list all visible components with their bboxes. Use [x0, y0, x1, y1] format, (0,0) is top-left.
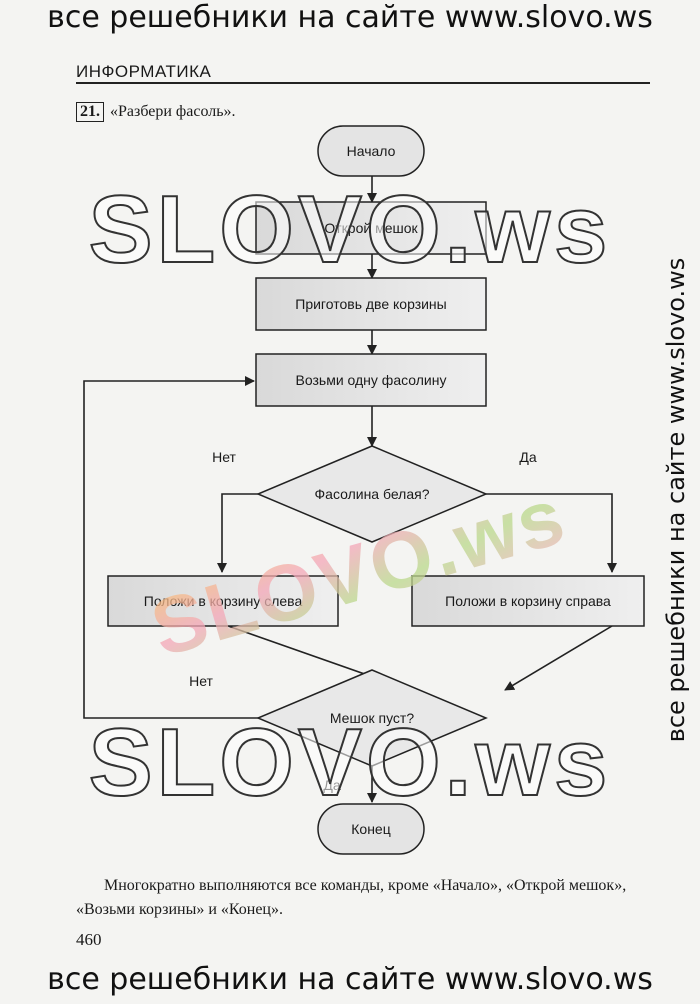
watermark-bottom: все решебники на сайте www.slovo.ws	[47, 962, 653, 997]
watermark-logo-lower: SLOVO.ws	[89, 709, 612, 816]
take-bean-box	[255, 353, 487, 407]
yes-label-1: Да	[519, 449, 536, 465]
start-terminator	[317, 125, 425, 177]
prepare-baskets-box	[255, 277, 487, 331]
task-heading: 21. «Разбери фасоль».	[76, 102, 236, 122]
arrow-loop-back	[83, 376, 260, 719]
put-right-box	[411, 575, 645, 627]
task-title: «Разбери фасоль».	[110, 103, 236, 120]
arrow-decision-yes-right	[486, 493, 617, 573]
end-terminator	[317, 803, 425, 855]
decision-empty-label: Мешок пуст?	[330, 710, 414, 726]
decision-white-label: Фасолина белая?	[315, 486, 430, 502]
arrow-decision-no-left	[217, 493, 258, 573]
caption-text: Многократно выполняются все команды, кро…	[76, 877, 627, 918]
prepare-baskets-label: Приготовь две корзины	[295, 296, 446, 312]
page-number: 460	[76, 930, 102, 949]
open-bag-label: Открой мешок	[324, 220, 418, 236]
watermark-side: все решебники на сайте www.slovo.ws	[662, 257, 690, 743]
put-right-label: Положи в корзину справа	[445, 593, 611, 609]
put-left-label: Положи в корзину слева	[144, 593, 303, 609]
decision-empty-diamond	[256, 669, 488, 767]
yes-label-2: Да	[323, 777, 340, 793]
decision-white-diamond	[256, 445, 488, 543]
put-left-box	[107, 575, 339, 627]
watermark-logo-upper: SLOVO.ws	[89, 176, 612, 283]
end-label: Конец	[351, 821, 390, 837]
no-label-1: Нет	[212, 449, 236, 465]
no-label-2: Нет	[189, 673, 213, 689]
section-title: ИНФОРМАТИКА	[76, 62, 212, 81]
task-number: 21.	[76, 102, 104, 122]
watermark-top: все решебники на сайте www.slovo.ws	[47, 0, 653, 35]
open-bag-box	[255, 201, 487, 255]
take-bean-label: Возьми одну фасолину	[296, 372, 447, 388]
start-label: Начало	[347, 143, 396, 159]
header-divider	[76, 82, 650, 84]
arrow-right-to-empty	[504, 625, 613, 691]
